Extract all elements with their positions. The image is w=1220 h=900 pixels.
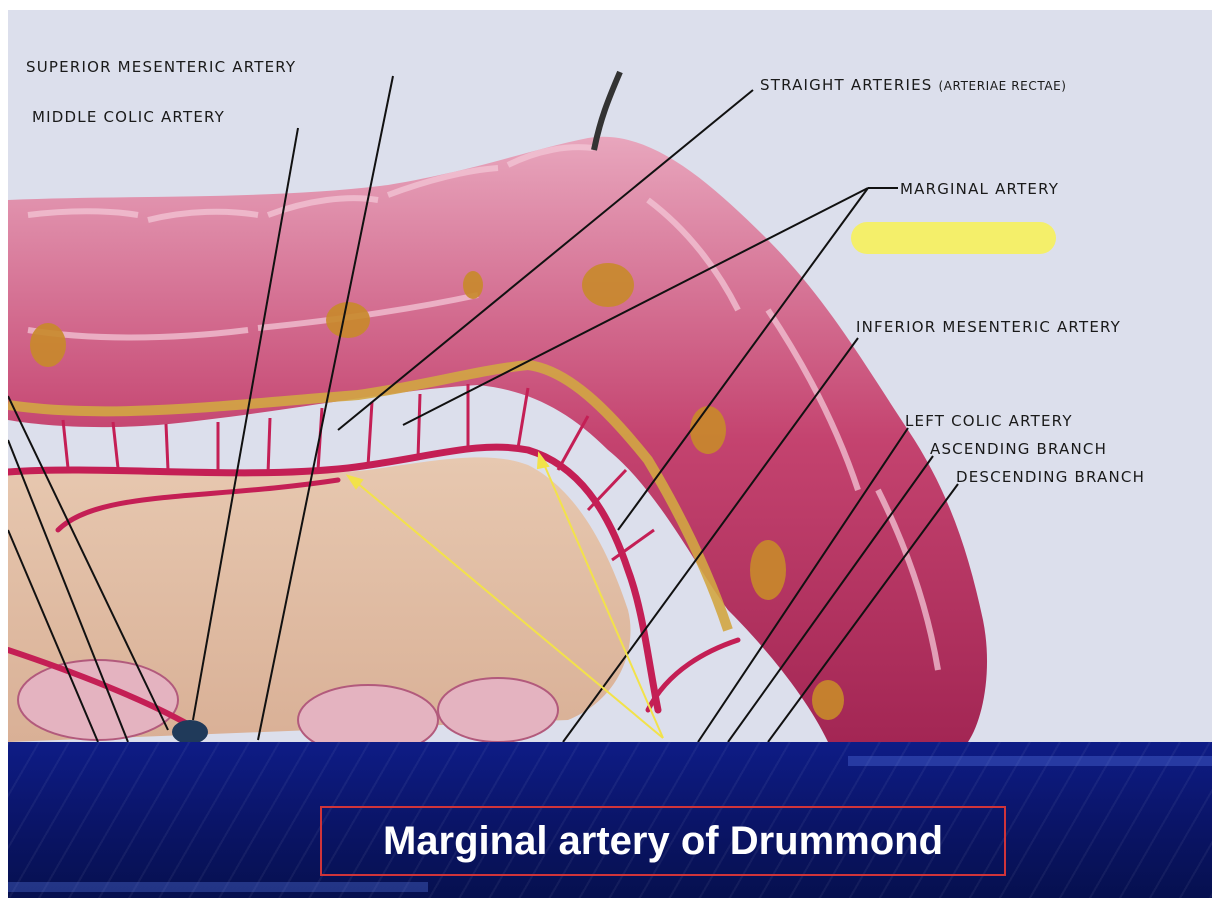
banner-stripe — [848, 756, 1212, 766]
title-box: Marginal artery of Drummond — [320, 806, 1006, 876]
label-left-colic-artery: LEFT COLIC ARTERY — [905, 412, 1073, 430]
label-straight-arteries: STRAIGHT ARTERIES (ARTERIAE RECTAE) — [760, 76, 1067, 94]
colon-illustration: SUPERIOR MESENTERIC ARTERY MIDDLE COLIC … — [8, 10, 1212, 742]
label-ascending-branch: ASCENDING BRANCH — [930, 440, 1107, 458]
title-banner: Marginal artery of Drummond — [8, 742, 1212, 898]
label-superior-mesenteric-artery: SUPERIOR MESENTERIC ARTERY — [26, 58, 296, 76]
label-middle-colic-artery: MIDDLE COLIC ARTERY — [32, 108, 225, 126]
straight-arteries-text: STRAIGHT ARTERIES — [760, 76, 933, 94]
label-inferior-mesenteric-artery: INFERIOR MESENTERIC ARTERY — [856, 318, 1121, 336]
highlight-bar — [851, 222, 1056, 254]
label-descending-branch: DESCENDING BRANCH — [956, 468, 1145, 486]
slide-title: Marginal artery of Drummond — [383, 819, 943, 864]
label-marginal-artery: MARGINAL ARTERY — [900, 180, 1059, 198]
banner-stripe — [8, 882, 428, 892]
arteriae-rectae-text: (ARTERIAE RECTAE) — [938, 79, 1066, 93]
